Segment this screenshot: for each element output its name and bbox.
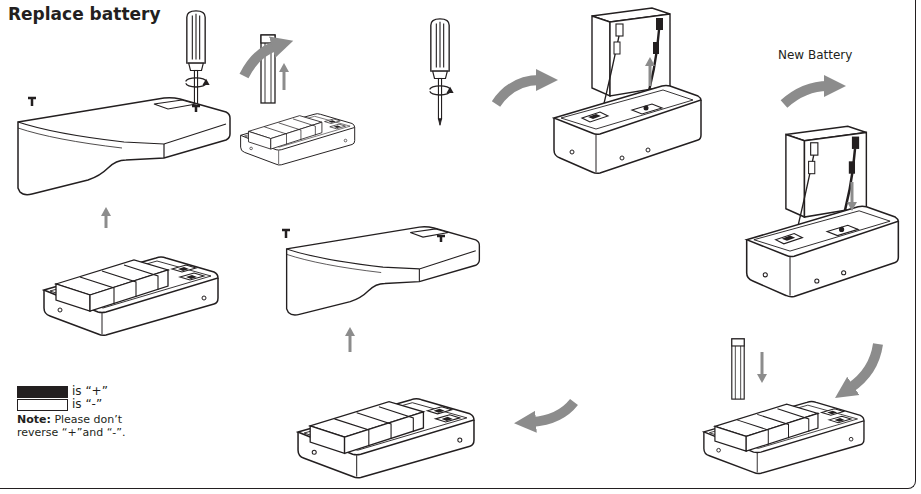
step-close-lid-part <box>349 334 352 352</box>
legend-text: is “+” <box>72 384 108 399</box>
flow-arrows-part <box>532 402 574 422</box>
step-lift-strap-part <box>283 70 286 90</box>
step-close-lid-part <box>282 230 290 238</box>
step-open-lid-part <box>28 98 36 106</box>
flow-arrows <box>244 46 878 422</box>
note-text: Note: Please don’t reverse “+”and “-”. <box>17 413 139 439</box>
legend-text: is “-” <box>72 397 102 412</box>
flow-arrows-part <box>784 86 828 104</box>
step-close-lid <box>282 19 479 478</box>
step-lift-strap <box>241 35 355 165</box>
step-push-strap-part <box>732 339 744 399</box>
step-open-lid <box>18 11 230 335</box>
flow-arrows-part <box>850 344 878 388</box>
step-open-lid-part <box>105 214 108 228</box>
part-label: New Battery <box>778 48 852 62</box>
step-remove-battery <box>554 8 701 173</box>
step-close-lid-part <box>287 227 480 315</box>
step-push-strap-part <box>704 401 864 473</box>
step-close-lid-part <box>437 236 445 242</box>
step-close-lid-part <box>298 399 474 478</box>
step-push-strap-part <box>761 352 764 376</box>
step-open-lid-part <box>44 257 218 335</box>
step-remove-battery-part <box>554 8 701 173</box>
legend-swatch <box>17 386 68 398</box>
legend-swatch <box>17 399 68 411</box>
step-new-battery-part <box>747 126 899 297</box>
diagram-title: Replace battery <box>8 4 161 24</box>
step-new-battery <box>747 126 899 297</box>
step-remove-battery-part <box>649 64 652 86</box>
flow-arrows-part <box>244 46 276 76</box>
note-heading: Note: <box>17 413 51 426</box>
step-push-strap <box>704 339 864 474</box>
step-close-lid-part <box>430 19 450 125</box>
flow-arrows-part <box>496 80 540 104</box>
step-new-battery-part <box>851 182 854 204</box>
step-lift-strap-part <box>241 114 355 165</box>
step-open-lid-part <box>192 106 200 112</box>
step-open-lid-part <box>18 98 230 195</box>
